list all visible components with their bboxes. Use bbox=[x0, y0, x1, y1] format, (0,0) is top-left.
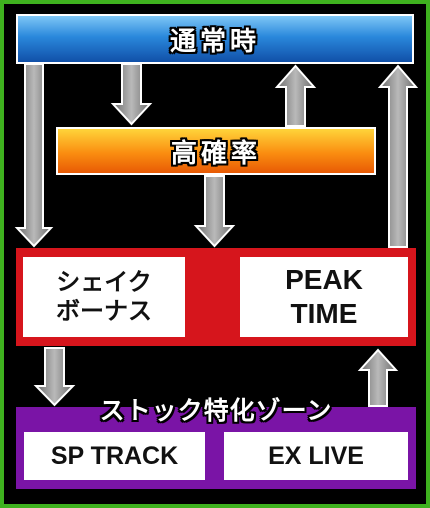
peak-time-label-line2: TIME bbox=[290, 298, 358, 329]
arrow-shake-to-stock bbox=[33, 347, 76, 407]
arrow-high-to-peak bbox=[193, 175, 236, 248]
arrow-normal-to-high bbox=[110, 63, 153, 126]
state-high-probability: 高確率 bbox=[56, 127, 376, 175]
state-normal: 通常時 bbox=[16, 14, 414, 64]
arrow-stock-to-peak bbox=[357, 348, 399, 407]
state-shake-bonus: シェイク ボーナス bbox=[23, 257, 185, 337]
stock-zone-title: ストック特化ゾーン bbox=[99, 396, 333, 425]
state-sp-track: SP TRACK bbox=[24, 432, 205, 480]
state-high-probability-label: 高確率 bbox=[170, 138, 261, 169]
state-ex-live: EX LIVE bbox=[224, 432, 408, 480]
arrow-normal-to-shake-bonus bbox=[14, 63, 54, 248]
shake-bonus-label-line2: ボーナス bbox=[56, 297, 152, 325]
arrow-peak-to-normal bbox=[377, 64, 419, 248]
shake-bonus-label-line1: シェイク bbox=[56, 267, 152, 296]
state-peak-time: PEAK TIME bbox=[240, 257, 408, 337]
peak-time-label-line1: PEAK bbox=[285, 263, 363, 295]
state-normal-label: 通常時 bbox=[169, 26, 260, 57]
arrow-high-to-normal bbox=[274, 64, 317, 127]
